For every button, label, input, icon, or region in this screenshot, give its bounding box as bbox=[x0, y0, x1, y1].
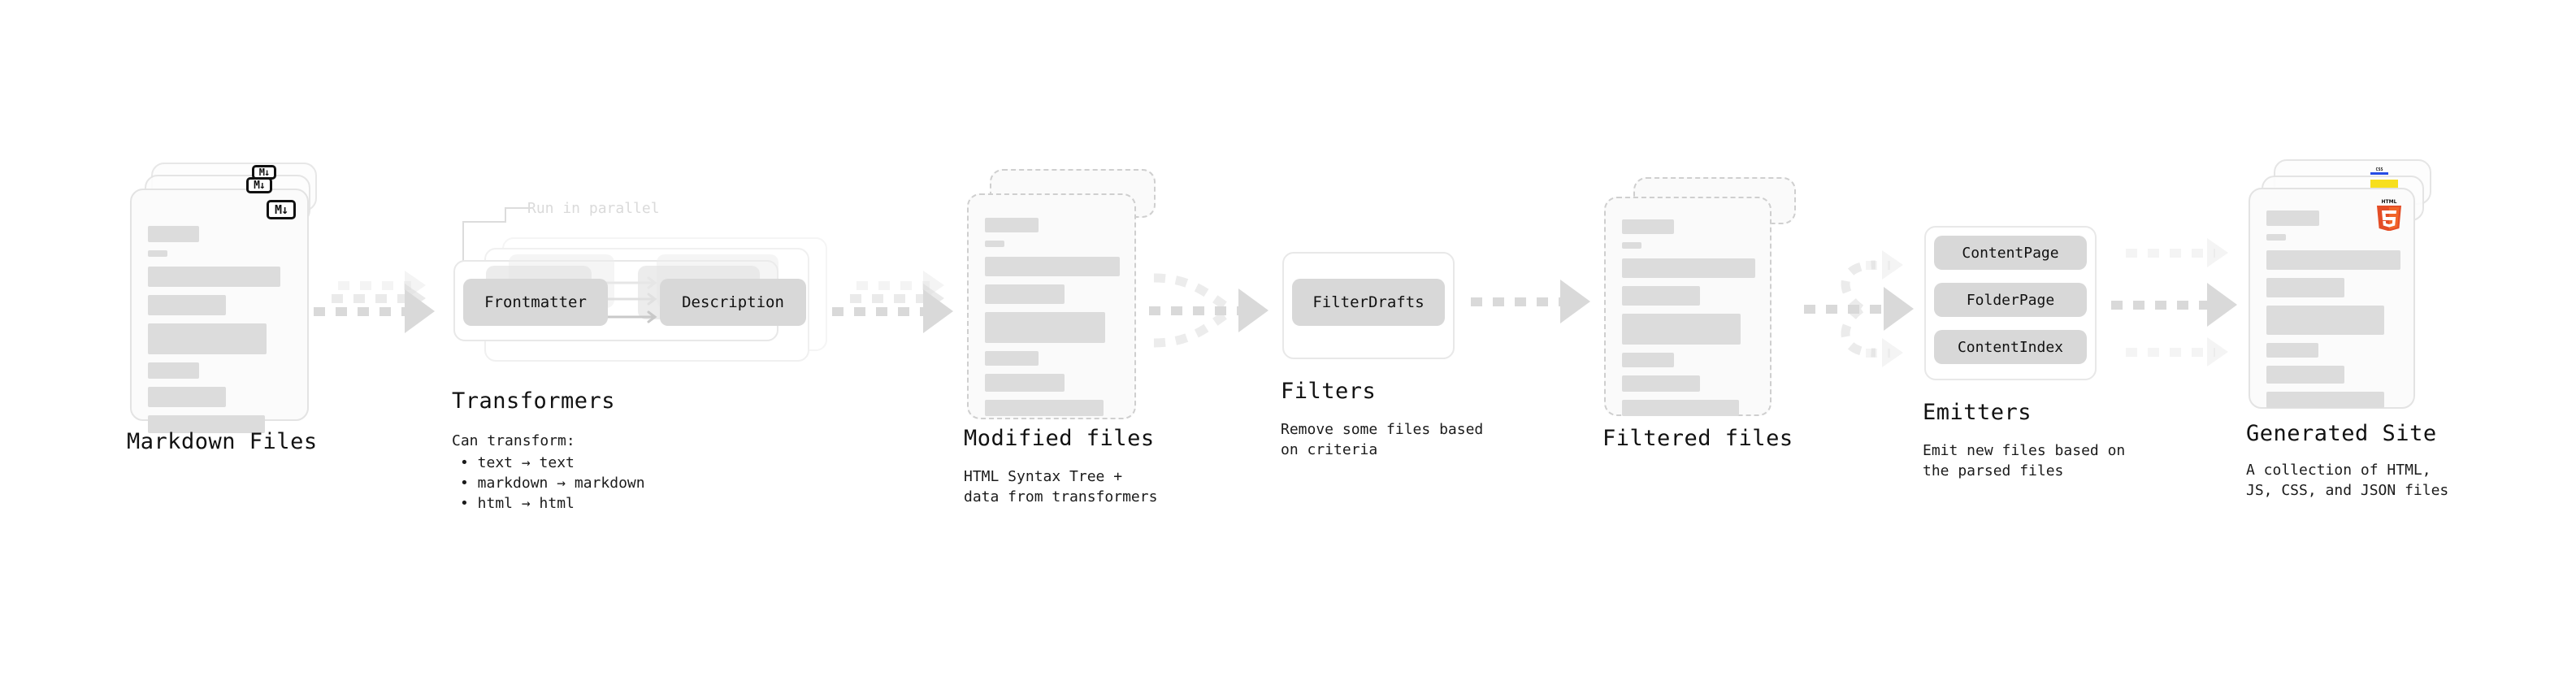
modified-files-subtext: HTML Syntax Tree + data from transformer… bbox=[964, 468, 1158, 505]
generated-site-heading: Generated Site bbox=[2246, 421, 2437, 446]
emitters-heading: Emitters bbox=[1923, 400, 2032, 425]
converging-dashed-paths bbox=[1153, 273, 1234, 348]
transformers-bullet-0: • text → text bbox=[460, 454, 575, 471]
generated-site-subtext: A collection of HTML, JS, CSS, and JSON … bbox=[2246, 462, 2449, 499]
site-card-front: HTML bbox=[2249, 188, 2415, 409]
svg-text:HTML: HTML bbox=[2382, 199, 2397, 205]
markdown-badge-front-icon: M↓ bbox=[267, 200, 296, 219]
transformer-chip-frontmatter[interactable]: Frontmatter bbox=[463, 279, 608, 326]
markdown-skeleton-lines bbox=[148, 226, 291, 441]
transformers-subtext-title: Can transform: bbox=[452, 432, 575, 449]
transformer-chip-description[interactable]: Description bbox=[660, 279, 806, 326]
emitter-chip-contentpage[interactable]: ContentPage bbox=[1934, 236, 2087, 270]
html5-badge-icon: HTML bbox=[2374, 197, 2404, 232]
arrow-filters-to-filtered bbox=[1471, 280, 1601, 332]
run-in-parallel-note: Run in parallel bbox=[527, 200, 660, 217]
arrow-modified-to-filters bbox=[1143, 260, 1289, 366]
arrow-emitters-to-site bbox=[2111, 234, 2257, 380]
filters-heading: Filters bbox=[1281, 379, 1377, 404]
filters-subtext: Remove some files based on criteria bbox=[1281, 421, 1484, 458]
filter-chip-filterdrafts[interactable]: FilterDrafts bbox=[1292, 279, 1445, 326]
filtered-card-front bbox=[1604, 197, 1772, 416]
transformers-bullets: • text → text • markdown → markdown • ht… bbox=[460, 453, 645, 514]
branching-dashed-paths bbox=[1841, 260, 1876, 358]
filtered-skeleton-lines bbox=[1622, 219, 1755, 424]
filtered-files-heading: Filtered files bbox=[1602, 426, 1793, 451]
modified-skeleton-lines bbox=[985, 218, 1120, 424]
transformers-bullet-1: • markdown → markdown bbox=[460, 475, 645, 492]
arrow-filtered-to-emitters bbox=[1780, 236, 1926, 382]
transformers-heading: Transformers bbox=[452, 388, 616, 414]
emitter-chip-contentindex[interactable]: ContentIndex bbox=[1934, 330, 2087, 364]
svg-text:CSS: CSS bbox=[2375, 167, 2383, 172]
run-in-parallel-leader-line bbox=[462, 207, 531, 261]
css3-badge-icon: CSS bbox=[2369, 163, 2390, 175]
markdown-card-front: M↓ bbox=[130, 189, 309, 433]
modified-card-front bbox=[967, 193, 1136, 419]
emitter-chip-folderpage[interactable]: FolderPage bbox=[1934, 283, 2087, 317]
markdown-badge-back-1-icon: M↓ bbox=[246, 177, 272, 193]
transformer-inner-arrows bbox=[603, 276, 657, 323]
transformers-bullet-2: • html → html bbox=[460, 495, 575, 512]
arrow-markdown-to-transformers bbox=[314, 268, 444, 358]
emitters-subtext: Emit new files based on the parsed files bbox=[1923, 442, 2126, 479]
arrow-transformers-to-modified bbox=[832, 268, 962, 358]
site-skeleton-lines bbox=[2266, 210, 2400, 416]
modified-files-heading: Modified files bbox=[964, 426, 1155, 451]
markdown-files-heading: Markdown Files bbox=[127, 429, 318, 454]
